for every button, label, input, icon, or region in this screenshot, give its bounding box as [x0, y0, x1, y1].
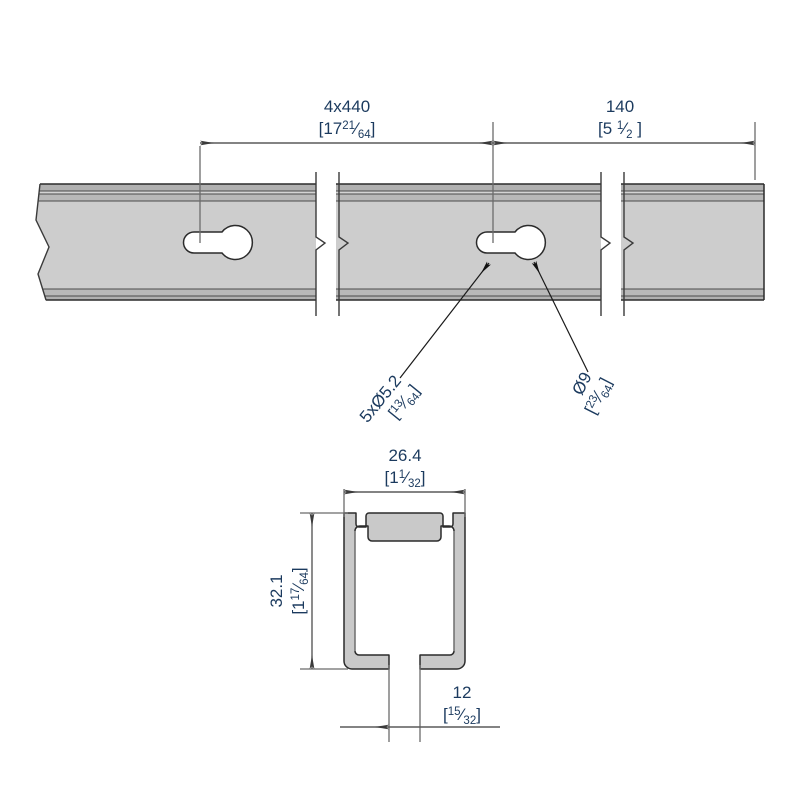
keyhole-left-shape — [182, 224, 254, 261]
end-imp-whole: [5 — [598, 119, 612, 138]
hole-imp-num: 23 — [584, 393, 601, 410]
opening-imp-whole: [ — [443, 705, 448, 724]
keyhole-slot-left — [182, 224, 254, 261]
dimension-height-text-group: 32.1 — [267, 574, 286, 607]
dimension-end-metric: 140 — [606, 97, 634, 116]
callout-hole-imperial: [23⁄64] — [581, 375, 618, 419]
dimension-end-imperial: [5 1⁄2 ] — [598, 119, 642, 141]
dimension-hole-spacing: 4x440 [1721⁄64] — [200, 97, 493, 146]
break-line-1b — [338, 172, 350, 316]
rail-band-top-2 — [38, 194, 765, 201]
callout-hole-text-group: Ø9 [23⁄64] — [568, 369, 618, 419]
elevation-view: 4x440 [1721⁄64] 140 [5 1⁄2 ] 5xØ5.2 — [35, 97, 765, 426]
hole-imp-den: 64 — [599, 383, 616, 400]
break-line-2b — [623, 172, 635, 316]
spacing-imp-whole: [17 — [319, 119, 343, 138]
spacing-imp-close: ] — [371, 119, 376, 138]
dimension-height-imp-group: [117⁄64] — [289, 567, 311, 614]
end-imp-close: ] — [633, 119, 642, 138]
svg-text:[1721⁄64]: [1721⁄64] — [319, 119, 376, 141]
dimension-spacing-metric: 4x440 — [324, 97, 370, 116]
dimension-width-metric: 26.4 — [388, 446, 421, 465]
height-imp-close: ] — [289, 567, 308, 572]
break-gap-2-mask — [601, 172, 621, 304]
opening-imp-num: 15 — [448, 706, 461, 718]
leader-line-hole — [531, 260, 589, 373]
break-gap-1-mask — [316, 172, 336, 304]
end-imp-num: 1 — [617, 120, 623, 132]
profile-inner-shade — [354, 531, 455, 651]
callout-hole-diameter: Ø9 [23⁄64] — [531, 260, 618, 419]
break-line-2a — [600, 172, 612, 316]
rail-body — [35, 183, 765, 301]
break-line-1a — [315, 172, 327, 316]
rail-band-bottom-2 — [44, 296, 764, 300]
opening-imp-den: 32 — [463, 715, 476, 727]
dimension-section-opening: 12 [15⁄32] — [340, 683, 500, 730]
dimension-spacing-imperial: [1721⁄64] — [319, 119, 376, 141]
rail-break-gap-1 — [315, 172, 350, 316]
rail-band-top-gap — [39, 191, 764, 194]
section-view: 26.4 [11⁄32] 32.1 [117⁄64] — [267, 446, 500, 742]
dimension-section-height: 32.1 [117⁄64] — [267, 513, 315, 669]
rail-break-gap-2 — [600, 172, 635, 316]
spacing-imp-den: 64 — [358, 129, 371, 141]
height-imp-whole: [1 — [289, 600, 308, 614]
rail-break-edge-left — [35, 183, 50, 301]
width-imp-close: ] — [421, 468, 426, 487]
keyhole-slot-middle — [475, 224, 547, 261]
opening-imp-close: ] — [476, 705, 481, 724]
rail-body-fill — [36, 184, 764, 300]
rail-band-bottom-1 — [43, 289, 764, 296]
dimension-opening-metric: 12 — [453, 683, 472, 702]
dimension-opening-imperial: [15⁄32] — [443, 705, 481, 727]
keyhole-middle-shape — [475, 224, 547, 261]
dimension-height-metric: 32.1 — [267, 574, 286, 607]
rail-profile-section — [343, 512, 466, 670]
height-imp-den: 64 — [299, 571, 311, 584]
rail-band-top-1 — [39, 184, 765, 191]
spacing-imp-num: 21 — [342, 120, 355, 132]
width-imp-den: 32 — [408, 478, 421, 490]
dimension-section-width: 26.4 [11⁄32] — [344, 446, 465, 495]
dimension-width-imperial: [11⁄32] — [385, 468, 426, 490]
end-imp-den: 2 — [626, 129, 632, 141]
height-imp-num: 17 — [290, 588, 302, 601]
dimension-end-distance: 140 [5 1⁄2 ] — [493, 97, 755, 146]
width-imp-num: 1 — [399, 469, 405, 481]
width-imp-whole: [1 — [385, 468, 399, 487]
leader-line-slot — [399, 261, 491, 379]
svg-text:[5 1⁄2 ]: [5 1⁄2 ] — [598, 119, 642, 141]
dimension-height-imperial: [117⁄64] — [289, 567, 311, 614]
